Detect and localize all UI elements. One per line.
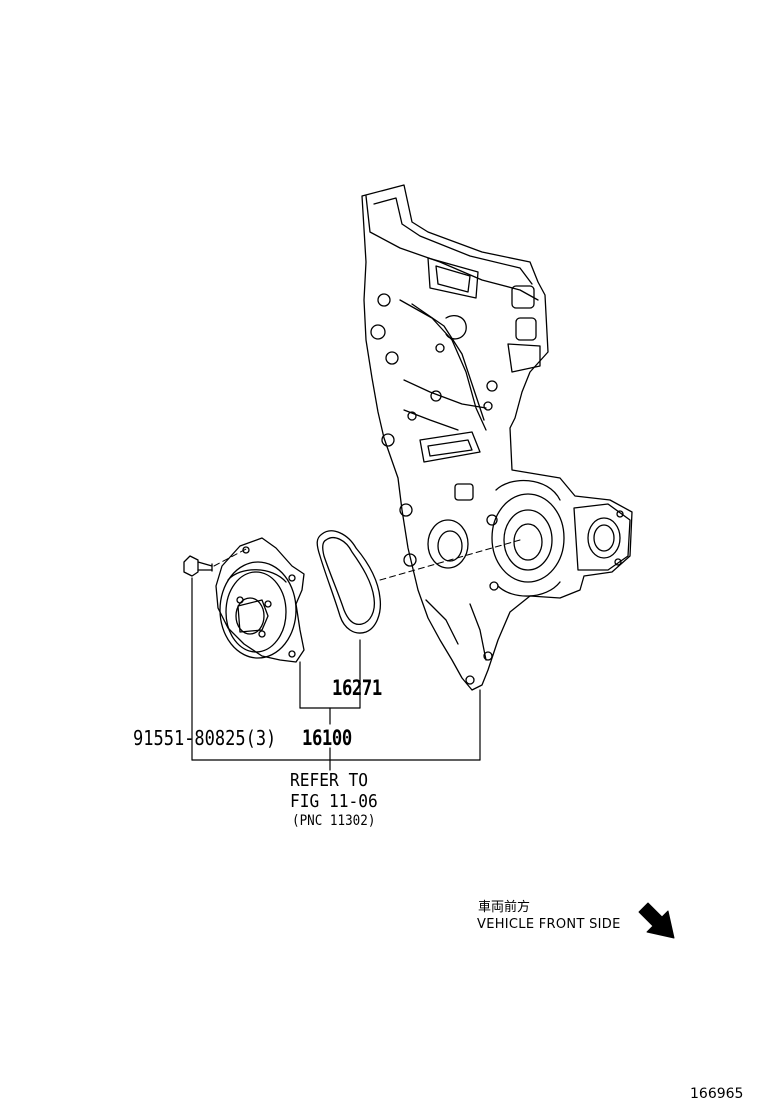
vehicle-front-japanese-label: 車両前方 bbox=[478, 900, 531, 915]
water-pump bbox=[215, 537, 305, 663]
leader-lines bbox=[191, 577, 481, 771]
alignment-lines bbox=[213, 539, 521, 581]
callout-16100[interactable]: 16100 bbox=[302, 726, 352, 750]
refer-fig-link[interactable]: FIG 11-06 bbox=[290, 791, 378, 812]
timing-chain-cover bbox=[361, 184, 633, 691]
callout-bolt-91551[interactable]: 91551-80825(3) bbox=[133, 726, 277, 750]
refer-pnc-label: (PNC 11302) bbox=[292, 813, 376, 829]
arrow-down-right-icon bbox=[638, 902, 675, 939]
callout-16271[interactable]: 16271 bbox=[332, 676, 382, 700]
water-pump-gasket bbox=[316, 530, 382, 634]
refer-to-label: REFER TO bbox=[290, 770, 369, 791]
vehicle-front-side-label: VEHICLE FRONT SIDE bbox=[477, 917, 621, 932]
bolt bbox=[183, 555, 213, 577]
illustration-number: 166965 bbox=[690, 1086, 744, 1102]
